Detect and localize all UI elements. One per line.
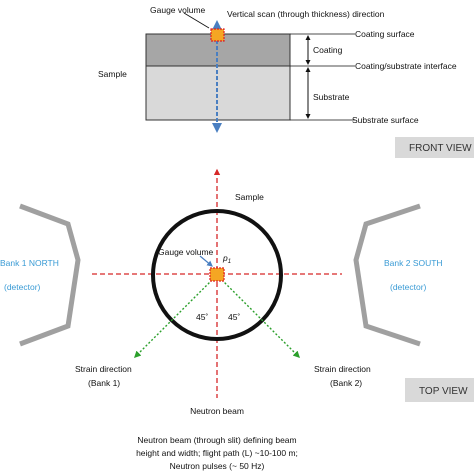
angle-left-label: 45˚ <box>196 312 208 322</box>
sample-label-top: Sample <box>235 192 264 202</box>
strain-bank1-line1: Strain direction <box>75 364 132 374</box>
p1-main: p <box>222 253 228 263</box>
caption-line3: Neutron pulses (~ 50 Hz) <box>170 461 265 471</box>
coating-label: Coating <box>313 45 343 55</box>
gauge-volume-label-top: Gauge volume <box>158 247 214 257</box>
gauge-volume-front <box>210 28 225 42</box>
strain-bank2-line1: Strain direction <box>314 364 371 374</box>
top-view-label: TOP VIEW <box>419 386 468 397</box>
bank1-detector-label: (detector) <box>4 282 41 292</box>
sample-label-front: Sample <box>98 69 127 79</box>
gauge-volume-label-front: Gauge volume <box>150 5 206 15</box>
gauge-volume-pointer-top <box>199 255 213 267</box>
interface-label: Coating/substrate interface <box>355 61 457 71</box>
substrate-layer <box>145 65 291 121</box>
p1-label: p1 <box>222 253 231 265</box>
angle-right-label: 45˚ <box>228 312 240 322</box>
p1-sub: 1 <box>228 259 231 265</box>
gauge-volume-top <box>209 267 225 282</box>
bank1-detector <box>19 203 81 347</box>
substrate-surface-label: Substrate surface <box>352 115 419 125</box>
coating-surface-label: Coating surface <box>355 29 415 39</box>
bank2-detector-label: (detector) <box>390 282 427 292</box>
strain-bank2-line2: (Bank 2) <box>330 378 362 388</box>
caption-line2: height and width; flight path (L) ~10-10… <box>136 448 298 458</box>
caption-line1: Neutron beam (through slit) defining bea… <box>137 435 296 445</box>
gauge-volume-pointer-front <box>183 12 210 29</box>
neutron-beam-label: Neutron beam <box>190 406 244 416</box>
sample-circle <box>151 209 283 341</box>
substrate-label: Substrate <box>313 92 350 102</box>
strain-direction-bank1 <box>134 276 216 358</box>
top-view-box <box>405 378 474 402</box>
strain-direction-bank2 <box>218 276 300 358</box>
bank1-label: Bank 1 NORTH <box>0 258 59 268</box>
front-view-box <box>395 137 474 158</box>
vertical-scan-label: Vertical scan (through thickness) direct… <box>227 9 385 19</box>
strain-bank1-line2: (Bank 1) <box>88 378 120 388</box>
front-view-label: FRONT VIEW <box>409 143 472 154</box>
bank2-label: Bank 2 SOUTH <box>384 258 443 268</box>
bank2-detector <box>353 203 421 347</box>
